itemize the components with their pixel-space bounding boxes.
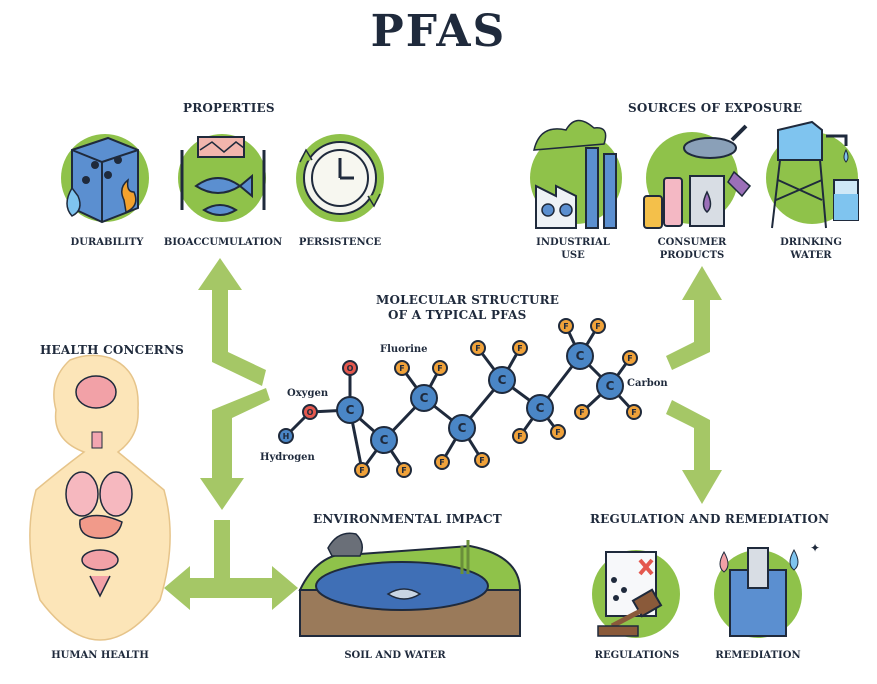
hydrogen-label: Hydrogen [260,452,315,463]
fluorine-atom [512,428,528,444]
arrows [164,258,722,610]
remediation-label: REMEDIATION [715,650,801,661]
oxygen-atom-symbol: O [347,364,354,373]
oxygen-atom [302,404,318,420]
fluorine-atom [396,462,412,478]
carbon-atom [596,372,624,400]
molecular-heading-line2: OF A TYPICAL PFAS [388,308,527,322]
bioaccumulation-label: BIOACCUMULATION [163,237,283,248]
soil-and-water-label: SOIL AND WATER [344,650,446,661]
fluorine-atom [626,404,642,420]
fluorine-atom [550,424,566,440]
arrow-down-center [200,388,270,510]
durability-label: DURABILITY [70,237,144,248]
carbon-atom-symbol: C [498,373,507,387]
carbon-atom-symbol: C [606,379,615,393]
fluorine-atom-symbol: F [555,428,560,437]
carbon-atom [410,384,438,412]
arrow-to-properties [198,258,266,386]
carbon-atom-symbol: C [380,433,389,447]
fluorine-atom-symbol: F [475,344,480,353]
carbon-atom [488,366,516,394]
oxygen-atom [342,360,358,376]
fluorine-atom-symbol: F [359,466,364,475]
fluorine-atom [590,318,606,334]
fluorine-atom-symbol: F [627,354,632,363]
fluorine-atom-symbol: F [439,458,444,467]
fluorine-atom-symbol: F [595,322,600,331]
arrow-junction [164,520,298,610]
fluorine-atom [574,404,590,420]
fluorine-atom-symbol: F [579,408,584,417]
fluorine-atom [394,360,410,376]
hydrogen-atom [278,428,294,444]
carbon-atom [526,394,554,422]
health-heading: HEALTH CONCERNS [40,343,184,357]
carbon-atom-symbol: C [536,401,545,415]
fluorine-atom-symbol: F [517,432,522,441]
arrow-to-sources [666,266,722,370]
fluorine-atom [434,454,450,470]
fluorine-atom [474,452,490,468]
carbon-atom-symbol: C [576,349,585,363]
oxygen-atom-symbol: O [307,408,314,417]
fluorine-atom-symbol: F [631,408,636,417]
human-health-label: HUMAN HEALTH [51,650,149,661]
carbon-atom [370,426,398,454]
soil-and-water-icon [298,532,522,637]
carbon-label: Carbon [627,378,668,389]
arrow-to-regulation [666,400,722,504]
fluorine-label: Fluorine [380,344,428,355]
persistence-label: PERSISTENCE [298,237,382,248]
carbon-atom [448,414,476,442]
fluorine-atom [470,340,486,356]
sources-heading: SOURCES OF EXPOSURE [628,101,803,115]
oxygen-label: Oxygen [287,388,329,399]
fluorine-atom [512,340,528,356]
hydrogen-atom-symbol: H [283,432,290,441]
fluorine-atom-symbol: F [479,456,484,465]
fluorine-atom-symbol: F [401,466,406,475]
fluorine-atom-symbol: F [437,364,442,373]
consumer-products-icon [643,124,752,229]
regulations-icon [592,550,680,638]
carbon-atom-symbol: C [458,421,467,435]
fluorine-atom-symbol: F [399,364,404,373]
fluorine-atom [354,462,370,478]
molecule: F F F F F F F F F F F F F F F C C C C C C C C O O H [278,318,642,478]
human-health-icon [29,354,171,641]
bioaccumulation-icon [178,134,266,222]
carbon-atom-symbol: C [420,391,429,405]
durability-icon [61,134,149,224]
persistence-icon [296,134,384,222]
drinking-water-icon [766,120,859,229]
properties-heading: PROPERTIES [183,101,275,115]
carbon-atom-symbol: C [346,403,355,417]
environment-heading: ENVIRONMENTAL IMPACT [313,512,502,526]
fluorine-atom-symbol: F [517,344,522,353]
page-title: PFAS [370,6,507,57]
industrial-use-icon [530,119,622,229]
regulation-heading: REGULATION AND REMEDIATION [590,512,830,526]
carbon-atom [336,396,364,424]
fluorine-atom-symbol: F [563,322,568,331]
carbon-atom [566,342,594,370]
svg-text:✦: ✦ [810,541,820,555]
fluorine-atom [432,360,448,376]
regulations-label: REGULATIONS [594,650,680,661]
molecular-heading-line1: MOLECULAR STRUCTURE [376,293,560,307]
fluorine-atom [622,350,638,366]
remediation-icon: ✦ [714,541,820,638]
fluorine-atom [558,318,574,334]
